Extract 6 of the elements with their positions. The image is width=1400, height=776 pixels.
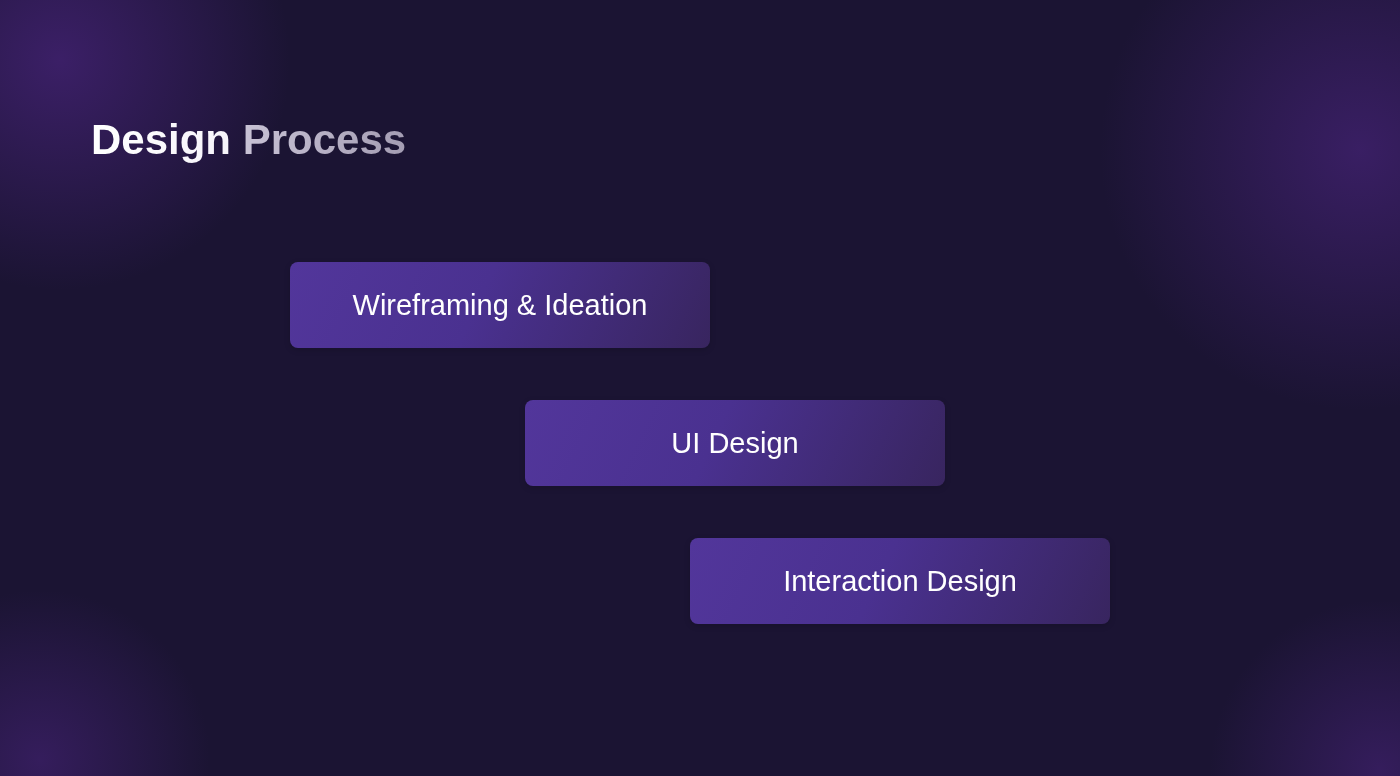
step-label: UI Design [670, 426, 800, 461]
step-label: Wireframing & Ideation [351, 288, 649, 323]
step-box [290, 262, 710, 348]
step-label: Interaction Design [782, 564, 1018, 599]
step-box [525, 400, 945, 486]
step-box [690, 538, 1110, 624]
